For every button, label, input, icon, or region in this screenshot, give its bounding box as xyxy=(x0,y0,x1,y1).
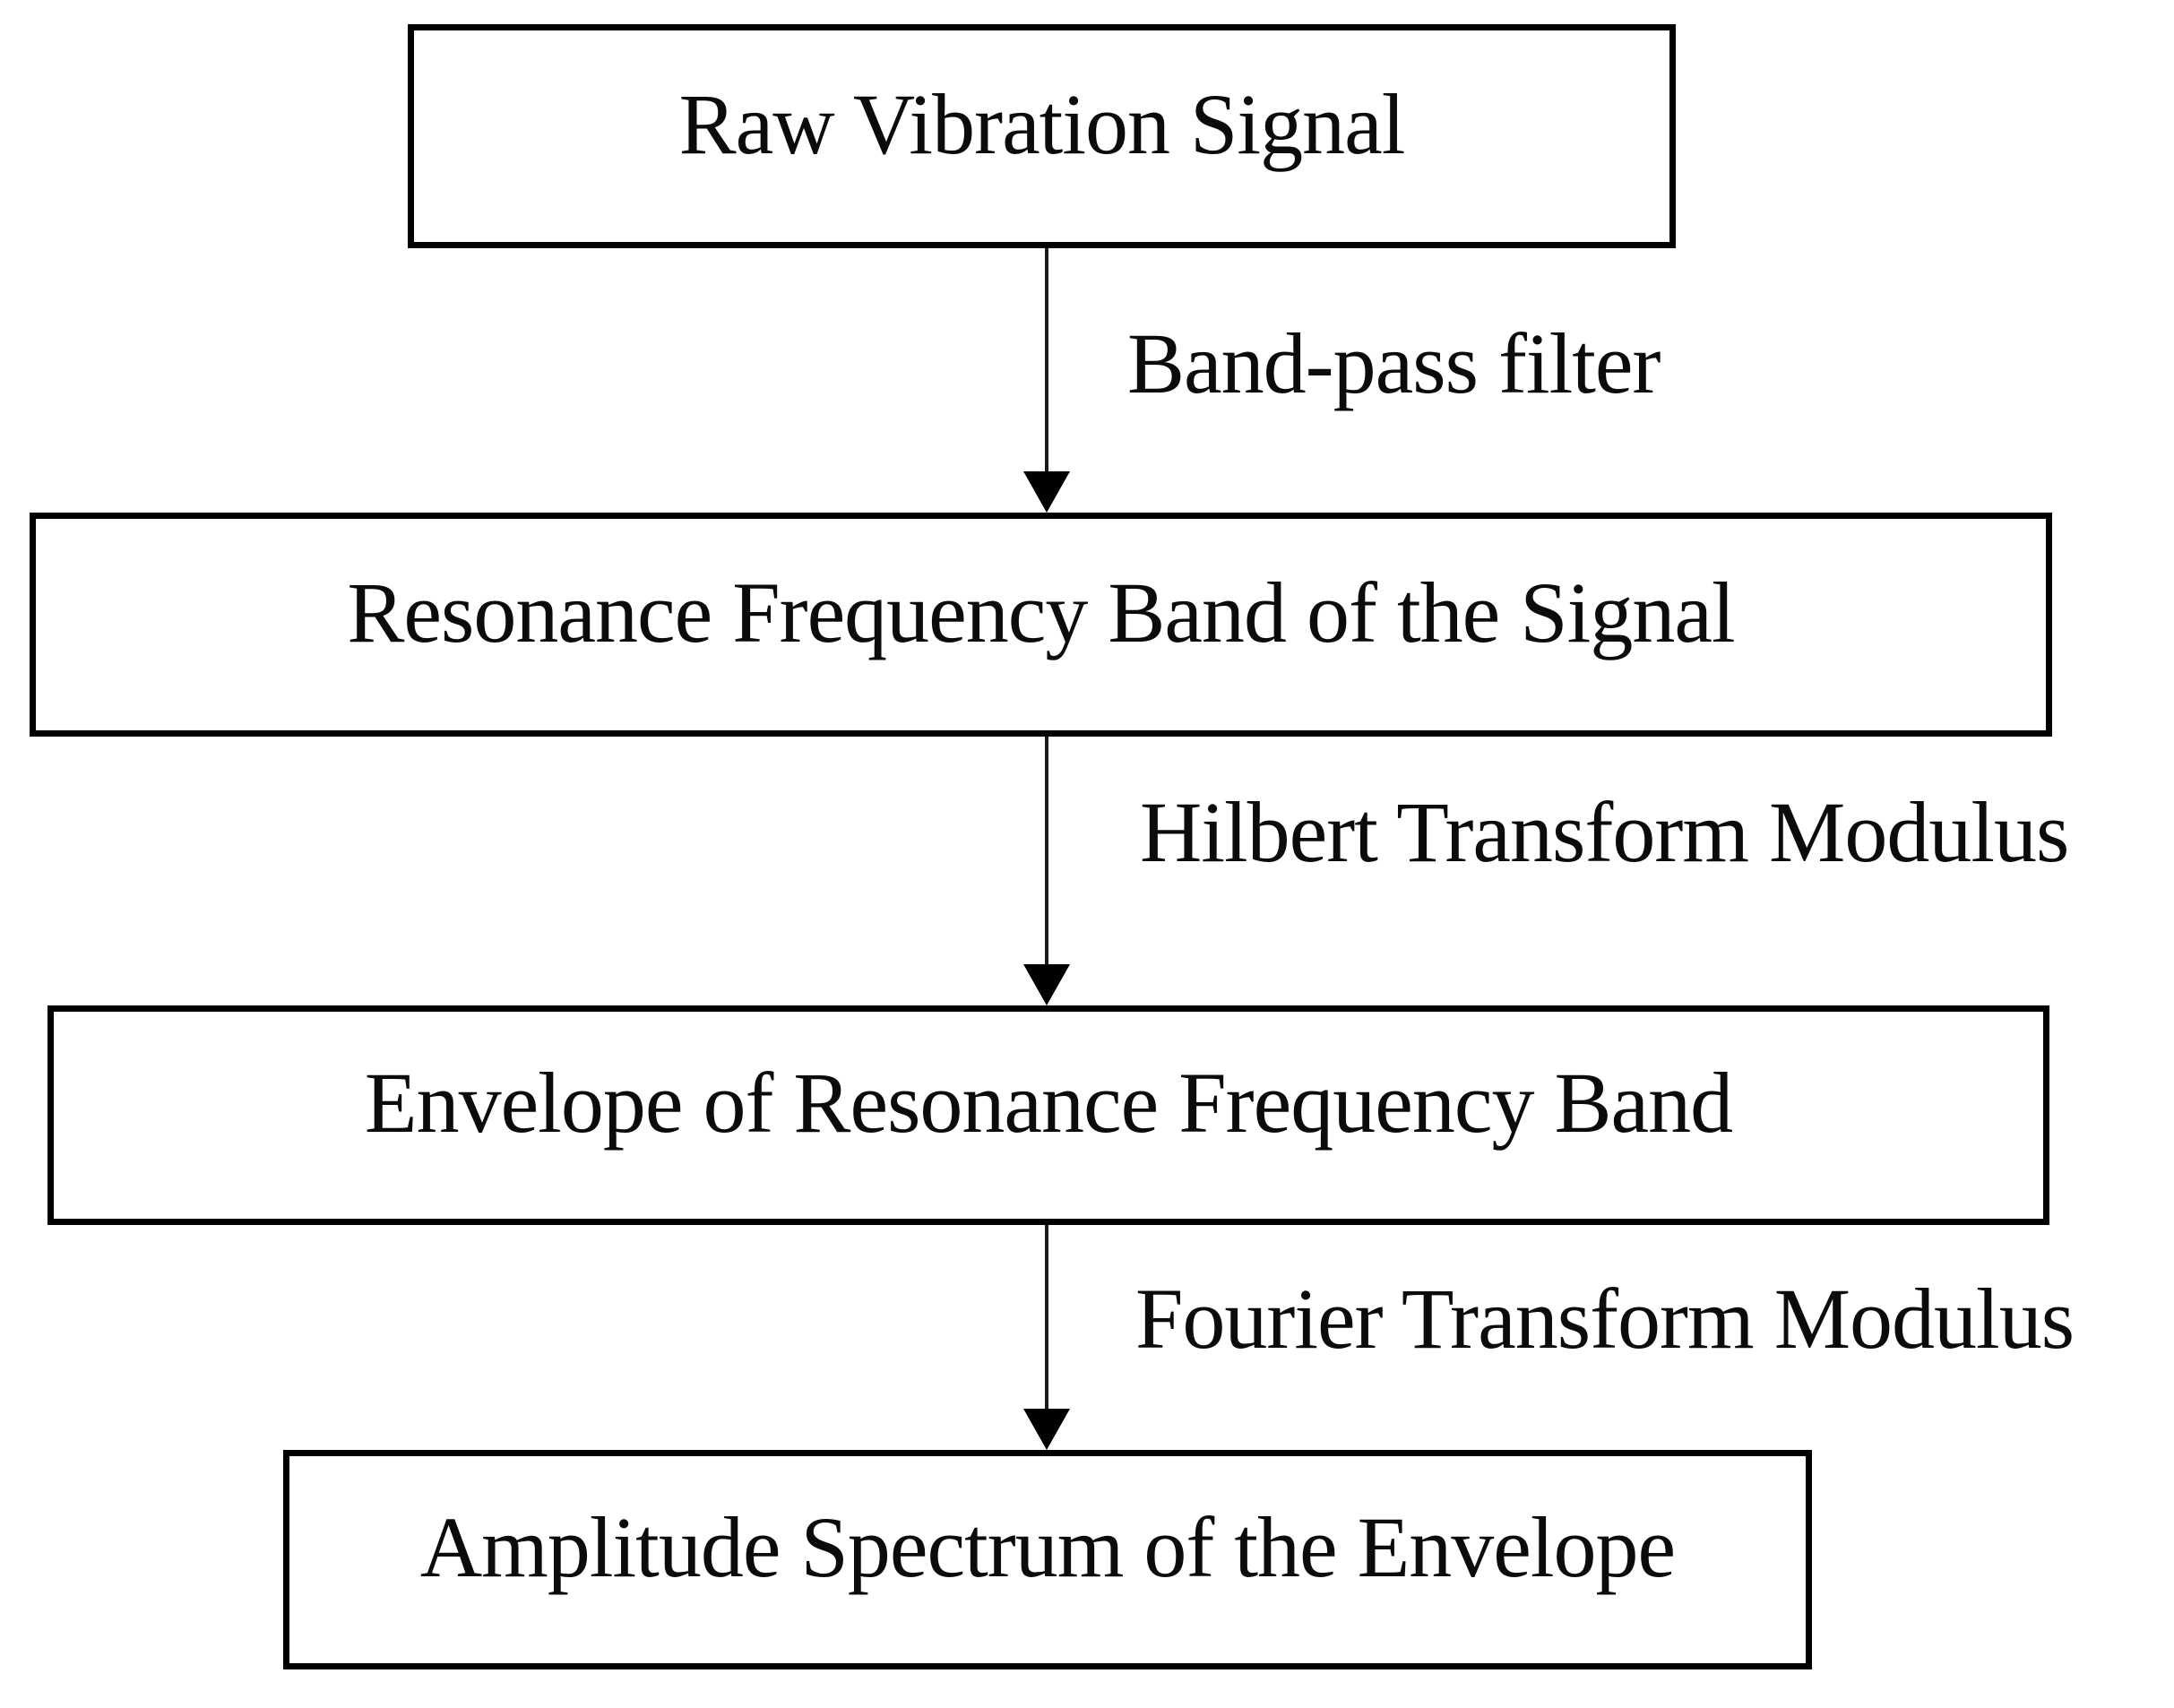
edge-label-fourier-transform-modulus: Fourier Transform Modulus xyxy=(1135,1271,2075,1367)
node-amplitude-spectrum: Amplitude Spectrum of the Envelope xyxy=(283,1450,1812,1669)
arrow-shaft-fourier xyxy=(1045,1225,1048,1414)
arrow-down-icon xyxy=(1023,1409,1070,1450)
arrow-shaft-band-pass xyxy=(1045,248,1048,477)
node-resonance-frequency-band: Resonance Frequency Band of the Signal xyxy=(30,513,2052,737)
arrow-down-icon xyxy=(1023,471,1070,513)
edge-label-hilbert-transform-modulus: Hilbert Transform Modulus xyxy=(1140,784,2069,880)
arrow-down-icon xyxy=(1023,964,1070,1005)
node-raw-vibration-signal: Raw Vibration Signal xyxy=(408,24,1676,248)
node-envelope-of-resonance-band: Envelope of Resonance Frequency Band xyxy=(47,1005,2049,1225)
node-resonance-frequency-band-label: Resonance Frequency Band of the Signal xyxy=(347,564,1735,660)
arrow-shaft-hilbert xyxy=(1045,737,1048,970)
node-raw-vibration-signal-label: Raw Vibration Signal xyxy=(678,75,1406,172)
node-envelope-of-resonance-band-label: Envelope of Resonance Frequency Band xyxy=(364,1055,1733,1151)
node-amplitude-spectrum-label: Amplitude Spectrum of the Envelope xyxy=(419,1499,1676,1595)
edge-label-band-pass-filter: Band-pass filter xyxy=(1127,315,1661,411)
